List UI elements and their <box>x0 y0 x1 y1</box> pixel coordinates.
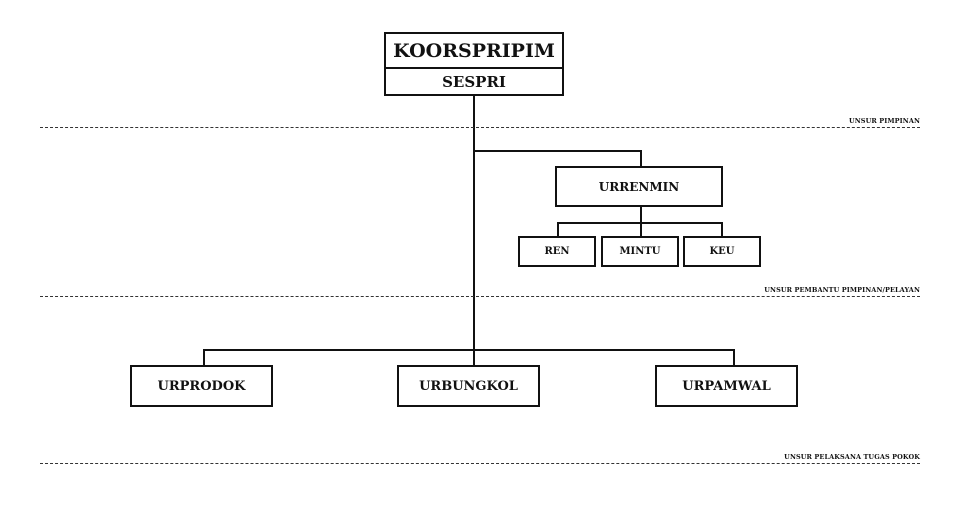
urbungkol-drop-line <box>473 349 475 366</box>
staff-drop-line <box>640 150 642 168</box>
urrenmin-box: URRENMIN <box>555 166 723 207</box>
keu-box: KEU <box>683 236 761 267</box>
koorspripim-label: KOORSPRIPIM <box>393 39 555 62</box>
staff-stem-line <box>640 206 642 223</box>
sespri-box: SESPRI <box>384 67 564 96</box>
urprodok-drop-line <box>203 349 205 366</box>
mintu-label: MINTU <box>619 246 661 257</box>
urprodok-box: URPRODOK <box>130 365 273 407</box>
mintu-drop-line <box>640 222 642 237</box>
urpamwal-label: URPAMWAL <box>682 378 771 394</box>
zone-label-executor: UNSUR PELAKSANA TUGAS POKOK <box>784 453 920 461</box>
zone-divider-support <box>40 296 920 297</box>
koorspripim-box: KOORSPRIPIM <box>384 32 564 69</box>
urpamwal-box: URPAMWAL <box>655 365 798 407</box>
zone-label-leadership: UNSUR PIMPINAN <box>848 117 920 125</box>
zone-divider-leadership <box>40 127 920 128</box>
urrenmin-label: URRENMIN <box>598 179 680 194</box>
ren-drop-line <box>557 222 559 237</box>
mintu-box: MINTU <box>601 236 679 267</box>
urprodok-label: URPRODOK <box>157 378 246 394</box>
urbungkol-label: URBUNGKOL <box>419 378 518 394</box>
ren-box: REN <box>518 236 596 267</box>
urbungkol-box: URBUNGKOL <box>397 365 540 407</box>
staff-branch-line <box>473 150 642 152</box>
urpamwal-drop-line <box>733 349 735 366</box>
zone-label-support: UNSUR PEMBANTU PIMPINAN/PELAYAN <box>764 286 920 294</box>
sespri-label: SESPRI <box>442 72 506 91</box>
executor-bar <box>203 349 735 351</box>
ren-label: REN <box>544 246 570 257</box>
zone-divider-executor <box>40 463 920 464</box>
keu-drop-line <box>721 222 723 237</box>
main-trunk-line <box>473 95 475 350</box>
keu-label: KEU <box>709 246 735 257</box>
